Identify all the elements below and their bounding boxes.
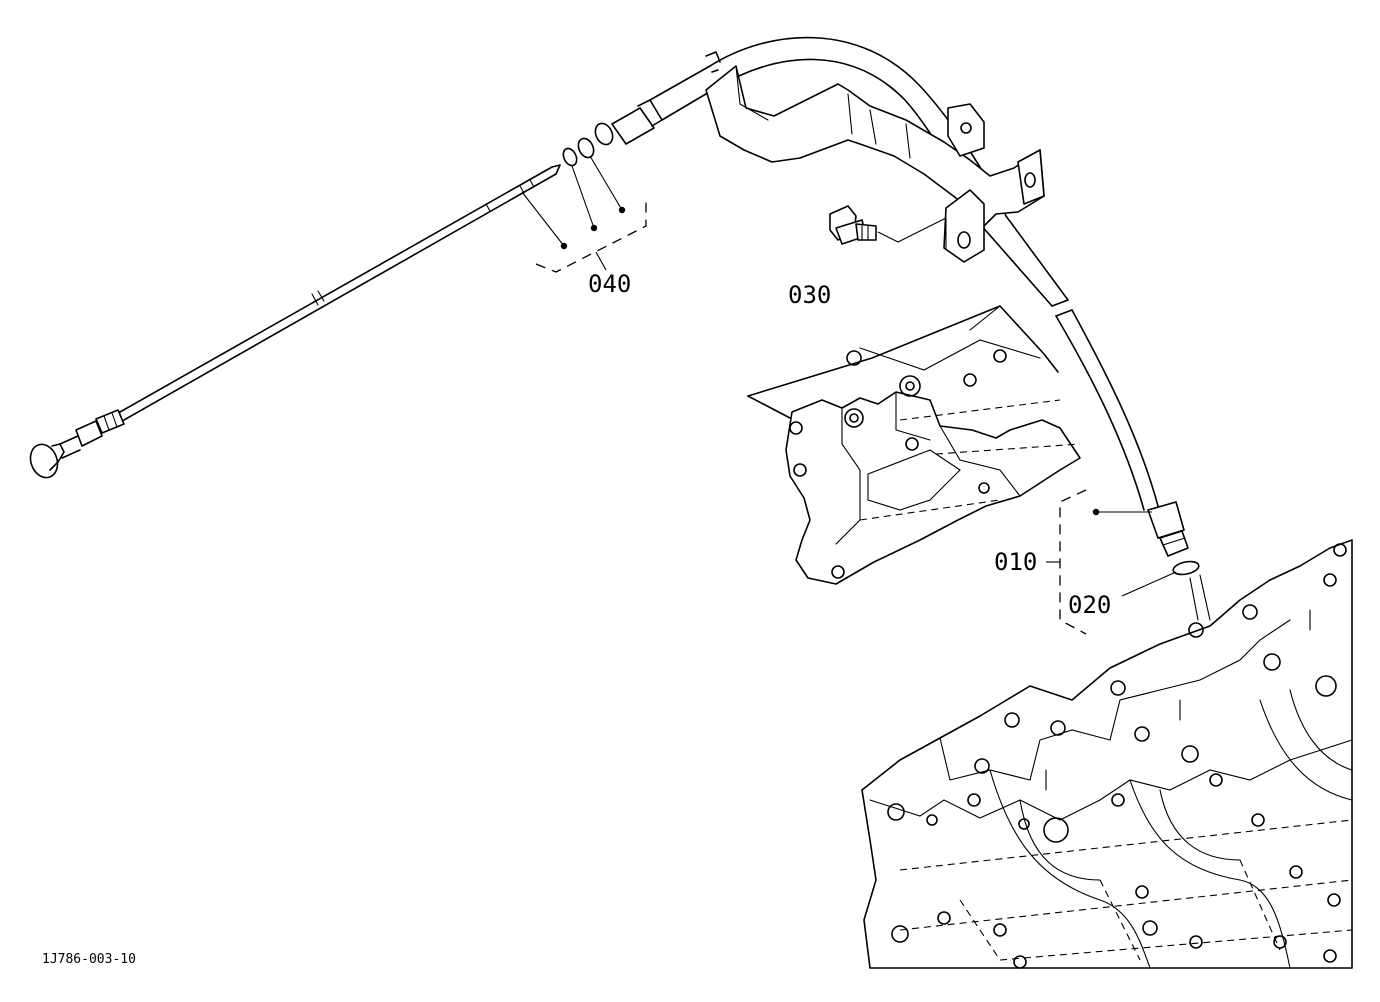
callout-030: 030: [788, 281, 831, 309]
figure-id: 1J786-003-10: [42, 952, 136, 967]
guide-tube: [611, 36, 1189, 557]
callout-010: 010: [994, 548, 1037, 576]
engine-block: [861, 539, 1353, 969]
cylinder-head-section: [747, 305, 1081, 585]
o-rings: [562, 122, 614, 167]
bracket: [705, 65, 1045, 263]
callout-020: 020: [1068, 591, 1111, 619]
dipstick: [29, 164, 561, 479]
bolt-030: [829, 205, 877, 245]
callout-040: 040: [588, 270, 631, 298]
o-ring-020: [1172, 560, 1211, 621]
callout-labels: 040 030 010 020: [588, 270, 1111, 619]
leader-lines: [521, 155, 1177, 635]
